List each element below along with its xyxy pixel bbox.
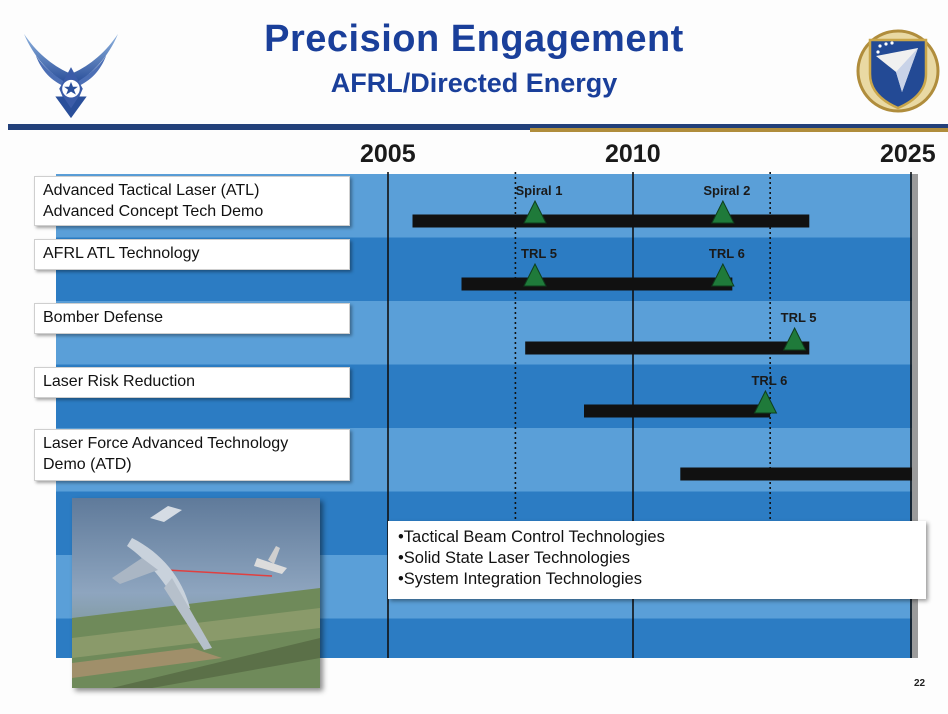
milestone-marker <box>782 326 807 351</box>
row-label: Laser Risk Reduction <box>34 367 350 398</box>
page-number: 22 <box>914 678 926 689</box>
notes-box: •Tactical Beam Control Technologies •Sol… <box>388 521 926 599</box>
milestone-marker <box>711 262 735 287</box>
milestone-label: TRL 6 <box>751 373 787 388</box>
aircraft-photo <box>72 498 320 688</box>
row-label: Advanced Tactical Laser (ATL) Advanced C… <box>34 176 350 226</box>
milestone-marker <box>711 199 735 224</box>
x-tick-label: 2010 <box>605 140 661 168</box>
milestone-label: Spiral 1 <box>516 183 563 198</box>
row-label: Laser Force Advanced Technology Demo (AT… <box>34 429 350 481</box>
milestone-label: TRL 6 <box>709 246 745 261</box>
row-label-line: Advanced Tactical Laser (ATL) <box>43 182 260 199</box>
schedule-bar <box>461 277 733 291</box>
row-label-line: Laser Force Advanced Technology <box>43 435 289 452</box>
air-force-wings-logo <box>24 33 118 119</box>
page-subtitle: AFRL/Directed Energy <box>330 68 618 98</box>
row-label-line: Advanced Concept Tech Demo <box>43 203 264 220</box>
milestone-label: TRL 5 <box>521 246 557 261</box>
row-label: AFRL ATL Technology <box>34 239 350 270</box>
page-title: Precision Engagement <box>264 18 684 60</box>
header-rule-accent <box>530 128 948 132</box>
chart-edge-shadow <box>912 174 918 658</box>
row-label: Bomber Defense <box>34 303 350 334</box>
row-label-line: AFRL ATL Technology <box>43 245 200 262</box>
schedule-bar <box>412 214 810 228</box>
note-item: •Solid State Laser Technologies <box>398 549 631 567</box>
milestone-marker <box>523 199 547 224</box>
schedule-bar <box>680 467 912 481</box>
x-tick-label: 2005 <box>360 140 416 168</box>
schedule-bar <box>584 404 771 418</box>
x-tick-label: 2025 <box>880 140 936 168</box>
milestone-marker <box>753 389 778 414</box>
note-item: •System Integration Technologies <box>398 570 642 588</box>
row-label-line: Laser Risk Reduction <box>43 373 196 390</box>
header-rule <box>8 124 948 130</box>
afrl-shield-logo <box>856 29 940 113</box>
milestone-label: TRL 5 <box>781 310 817 325</box>
note-item: •Tactical Beam Control Technologies <box>398 528 665 546</box>
row-label-line: Demo (ATD) <box>43 456 132 473</box>
schedule-bar <box>525 341 810 355</box>
milestone-marker <box>523 262 547 287</box>
milestone-label: Spiral 2 <box>703 183 750 198</box>
row-label-line: Bomber Defense <box>43 309 164 326</box>
